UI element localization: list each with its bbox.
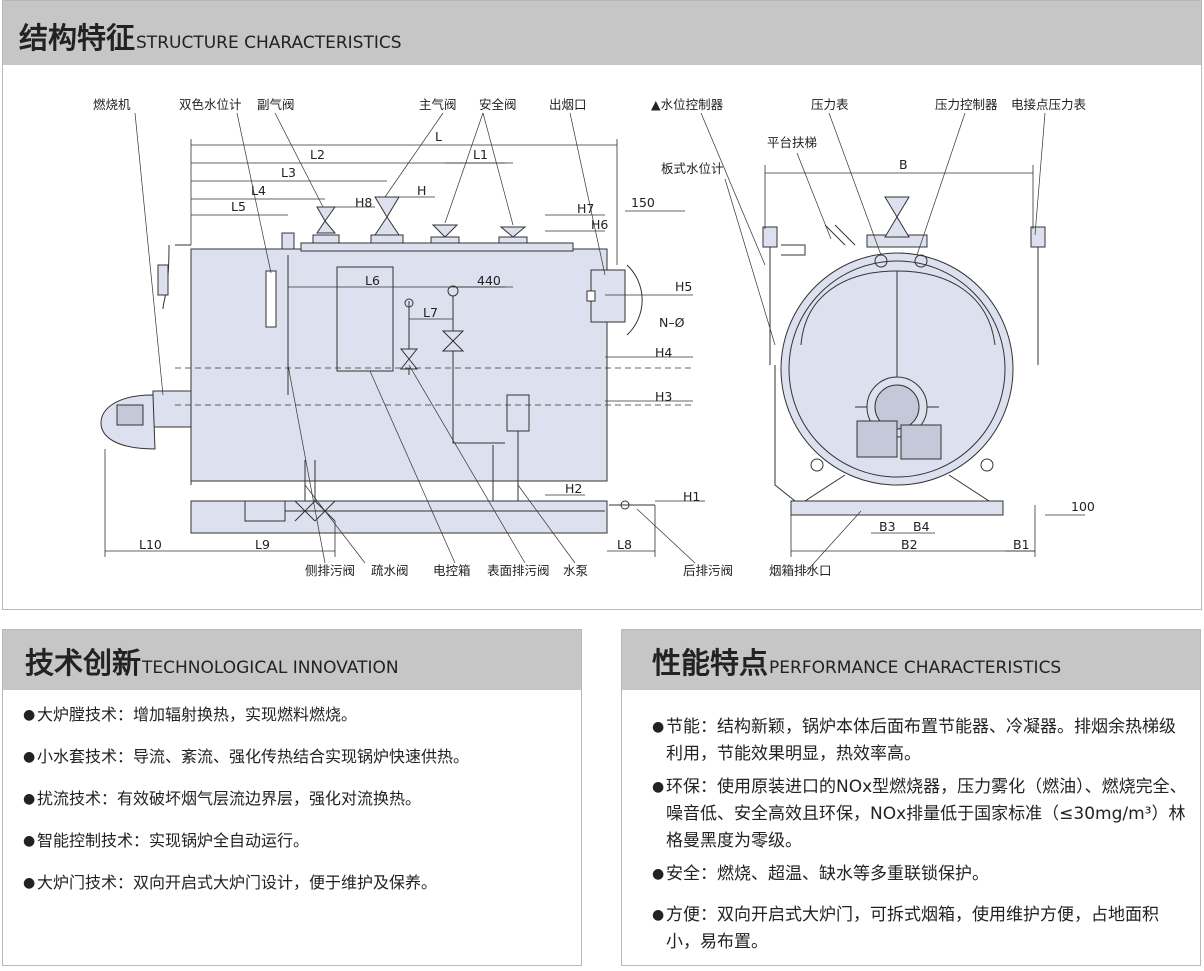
callout-flue-outlet: 出烟口 [549, 97, 587, 112]
list-item: ●大炉膛技术：增加辐射换热，实现燃料燃烧。 [23, 705, 358, 724]
callout-control-box: 电控箱 [433, 563, 471, 578]
callout-plate-level-gauge: 板式水位计 [661, 161, 724, 176]
tech-title-en: TECHNOLOGICAL INNOVATION [142, 658, 399, 678]
dim-B3: B3 [879, 519, 896, 534]
callout-two-color-level-gauge: 双色水位计 [179, 97, 242, 112]
dim-B: B [899, 157, 908, 172]
perf-header: 性能特点 PERFORMANCE CHARACTERISTICS [622, 630, 1200, 690]
perf-panel: 性能特点 PERFORMANCE CHARACTERISTICS ●节能：结构新… [621, 629, 1201, 966]
tech-item-text: 小水套技术：导流、紊流、强化传热结合实现锅炉快速供热。 [37, 747, 470, 766]
list-item: ●小水套技术：导流、紊流、强化传热结合实现锅炉快速供热。 [23, 747, 470, 766]
dim-H4: H4 [655, 345, 672, 360]
list-item: ●扰流技术：有效破坏烟气层流边界层，强化对流换热。 [23, 789, 422, 808]
dim-L1: L1 [473, 147, 488, 162]
callout-main-steam-valve: 主气阀 [419, 97, 457, 112]
water-pump [506, 394, 530, 432]
structure-panel: 结构特征 STRUCTURE CHARACTERISTICS [2, 0, 1202, 610]
dim-H8: H8 [355, 195, 372, 210]
perf-item-text: 节能：结构新颖，锅炉本体后面布置节能器、冷凝器。排烟余热梯级利用，节能效果明显，… [666, 717, 1176, 764]
boiler-shell [190, 248, 608, 482]
perf-title-zh: 性能特点 [652, 646, 769, 680]
dim-H1: H1 [683, 489, 700, 504]
callout-rear-blowdown-valve: 后排污阀 [683, 563, 733, 578]
dim-L8: L8 [617, 537, 632, 552]
list-item: ●方便：双向开启式大炉门，可拆式烟箱，使用维护方便，占地面积小，易布置。 [652, 905, 1159, 952]
structure-header: 结构特征 STRUCTURE CHARACTERISTICS [3, 1, 1201, 65]
callout-surface-blowdown-valve: 表面排污阀 [487, 563, 550, 578]
callout-safety-valve: 安全阀 [479, 97, 517, 112]
dim-H2: H2 [565, 481, 582, 496]
list-item: ●安全：燃烧、超温、缺水等多重联锁保护。 [652, 864, 989, 884]
tech-item-text: 大炉膛技术：增加辐射换热，实现燃料燃烧。 [37, 705, 358, 724]
callout-pressure-gauge: 压力表 [811, 97, 849, 112]
callout-platform-ladder: 平台扶梯 [767, 135, 817, 150]
dim-H: H [417, 183, 426, 198]
dim-L3: L3 [281, 165, 296, 180]
tech-item-text: 扰流技术：有效破坏烟气层流边界层，强化对流换热。 [37, 789, 422, 808]
dim-L6: L6 [365, 273, 380, 288]
dim-L5: L5 [231, 199, 246, 214]
dim-150: 150 [631, 195, 655, 210]
callout-aux-steam-valve: 副气阀 [257, 97, 295, 112]
tech-list: ●大炉膛技术：增加辐射换热，实现燃料燃烧。 ●小水套技术：导流、紊流、强化传热结… [23, 704, 573, 914]
list-item: ●大炉门技术：双向开启式大炉门设计，便于维护及保养。 [23, 873, 438, 892]
tech-header: 技术创新 TECHNOLOGICAL INNOVATION [3, 630, 581, 690]
list-item: ●节能：结构新颖，锅炉本体后面布置节能器、冷凝器。排烟余热梯级利用，节能效果明显… [652, 717, 1176, 764]
burner-body [152, 390, 192, 428]
dim-L9: L9 [255, 537, 270, 552]
boiler-diagram: 燃烧机 双色水位计 副气阀 主气阀 安全阀 出烟口 ▲水位控制器 压力表 压力控… [93, 97, 1095, 578]
callout-drain-valve: 疏水阀 [371, 563, 409, 578]
list-item: ●智能控制技术：实现锅炉全自动运行。 [23, 831, 310, 850]
dim-L2: L2 [310, 147, 325, 162]
dim-L7: L7 [423, 305, 438, 320]
dim-n-phi: N–Ø [659, 315, 685, 330]
dim-L4: L4 [251, 183, 266, 198]
dim-100: 100 [1071, 499, 1095, 514]
dim-B4: B4 [913, 519, 930, 534]
tech-panel: 技术创新 TECHNOLOGICAL INNOVATION ●大炉膛技术：增加辐… [2, 629, 582, 966]
callout-water-pump: 水泵 [563, 563, 588, 578]
callout-pressure-controller: 压力控制器 [935, 97, 998, 112]
flue-box [590, 269, 626, 323]
dim-440: 440 [477, 273, 501, 288]
structure-title-en: STRUCTURE CHARACTERISTICS [136, 33, 402, 53]
callout-water-level-controller: ▲水位控制器 [651, 97, 724, 112]
perf-item-text: 安全：燃烧、超温、缺水等多重联锁保护。 [666, 864, 989, 884]
dim-B2: B2 [901, 537, 918, 552]
structure-title-zh: 结构特征 [19, 21, 136, 55]
dim-H6: H6 [591, 217, 608, 232]
perf-list: ●节能：结构新颖，锅炉本体后面布置节能器、冷凝器。排烟余热梯级利用，节能效果明显… [652, 714, 1192, 962]
dim-L: L [435, 129, 442, 144]
dim-H7: H7 [577, 201, 594, 216]
dim-H5: H5 [675, 279, 692, 294]
perf-item-text: 方便：双向开启式大炉门，可拆式烟箱，使用维护方便，占地面积小，易布置。 [666, 905, 1159, 952]
callout-side-blowdown-valve: 侧排污阀 [305, 563, 355, 578]
tech-item-text: 大炉门技术：双向开启式大炉门设计，便于维护及保养。 [37, 873, 438, 892]
perf-title-en: PERFORMANCE CHARACTERISTICS [769, 658, 1062, 678]
callout-smoke-box-drain: 烟箱排水口 [769, 563, 832, 578]
dim-L10: L10 [139, 537, 162, 552]
control-box [336, 266, 394, 372]
callout-burner: 燃烧机 [93, 97, 131, 112]
dim-H3: H3 [655, 389, 672, 404]
dim-B1: B1 [1013, 537, 1030, 552]
list-item: ●环保：使用原装进口的NOx型燃烧器，压力雾化（燃油）、燃烧完全、噪音低、安全高… [652, 777, 1187, 851]
callout-electric-contact-gauge: 电接点压力表 [1011, 97, 1087, 112]
tech-title-zh: 技术创新 [25, 646, 142, 680]
tech-item-text: 智能控制技术：实现锅炉全自动运行。 [37, 831, 310, 850]
perf-item-text: 环保：使用原装进口的NOx型燃烧器，压力雾化（燃油）、燃烧完全、噪音低、安全高效… [666, 777, 1187, 851]
